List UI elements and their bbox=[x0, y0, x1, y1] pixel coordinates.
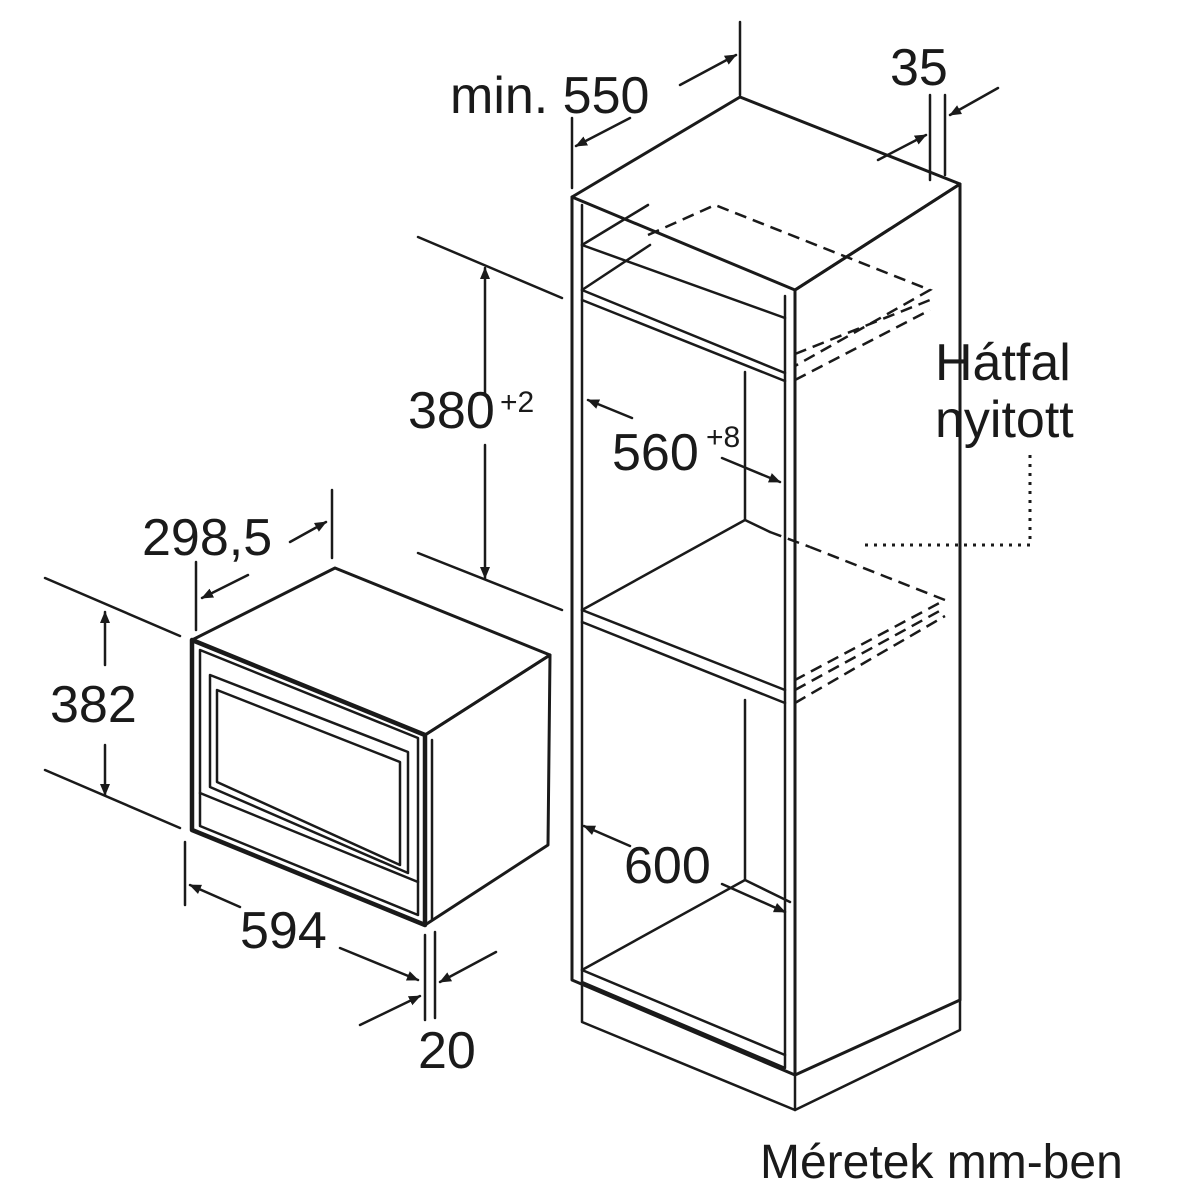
label-niche-height-tolerance: +2 bbox=[500, 386, 534, 419]
tall-cabinet bbox=[570, 95, 962, 1112]
label-niche-width-tolerance: +8 bbox=[706, 421, 740, 454]
label-appliance-width: 594 bbox=[240, 902, 327, 960]
units-note: Méretek mm-ben bbox=[760, 1136, 1123, 1189]
dimension-lines bbox=[43, 20, 1000, 1027]
back-wall-leader bbox=[862, 455, 1032, 547]
label-cabinet-width: 600 bbox=[624, 837, 711, 895]
label-back-wall-line1: Hátfal bbox=[935, 334, 1071, 392]
label-back-wall-line2: nyitott bbox=[935, 391, 1074, 449]
label-min-depth: min. 550 bbox=[450, 67, 649, 125]
open-back-outlines bbox=[647, 203, 948, 705]
label-appliance-depth: 298,5 bbox=[142, 509, 272, 567]
label-niche-width: 560 bbox=[612, 424, 699, 482]
label-niche-height: 380 bbox=[408, 382, 495, 440]
label-gap-35: 35 bbox=[890, 39, 948, 97]
label-appliance-height: 382 bbox=[50, 676, 137, 734]
built-in-appliance bbox=[189, 566, 552, 928]
label-front-panel: 20 bbox=[418, 1022, 476, 1080]
